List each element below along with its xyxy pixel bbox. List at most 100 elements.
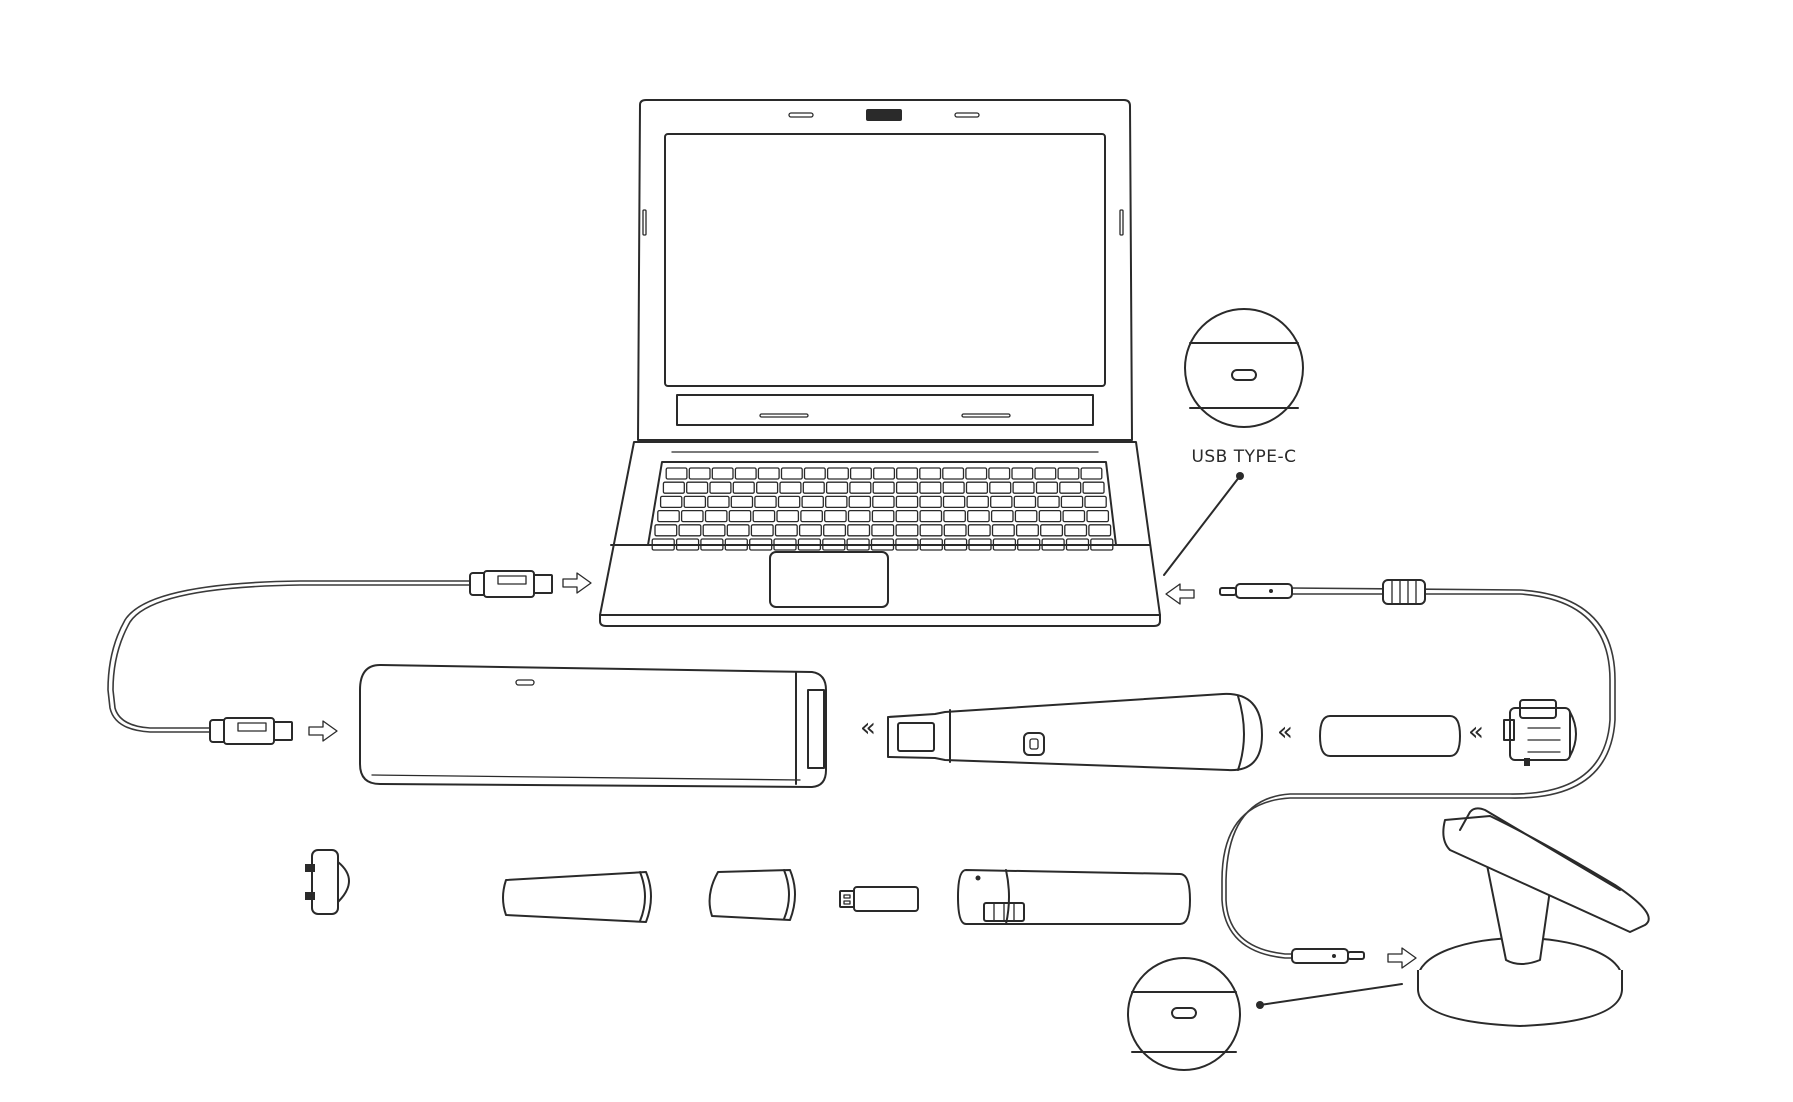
keyboard-key <box>1035 481 1059 494</box>
keyboard-key <box>942 495 966 509</box>
arrow-left-icon <box>1165 583 1195 605</box>
keyboard-key <box>665 467 688 480</box>
keyboard-key <box>967 524 991 537</box>
keyboard-key <box>943 509 966 523</box>
keyboard-key <box>870 538 895 551</box>
keyboard-key <box>773 538 797 551</box>
keyboard-key <box>1037 495 1060 509</box>
keyboard-key <box>711 467 734 480</box>
keyboard-key <box>1057 467 1080 480</box>
keyboard-key <box>683 495 707 509</box>
usb-type-c-label: USB TYPE-C <box>1191 447 1296 467</box>
keyboard-key <box>826 467 849 480</box>
keyboard-key <box>919 481 942 494</box>
keyboard-key <box>871 509 895 523</box>
keyboard-key <box>822 538 846 551</box>
keyboard-key <box>1086 509 1110 523</box>
keyboard-key <box>704 509 728 523</box>
keyboard-key <box>942 467 965 480</box>
usb-a-cable <box>107 570 553 745</box>
keyboard-key <box>801 495 824 509</box>
usb-type-c-callout: USB TYPE-C <box>1163 308 1304 576</box>
keyboard-key <box>848 495 872 509</box>
keyboard-key <box>800 509 823 523</box>
keyboard-key <box>707 495 730 509</box>
keyboard-key <box>1038 509 1062 523</box>
keyboard-key <box>757 467 780 480</box>
keyboard-key <box>988 467 1011 480</box>
keyboard-key <box>825 495 848 509</box>
keyboard-key <box>802 481 825 494</box>
keyboard-key <box>732 481 755 494</box>
keyboard-key <box>749 538 773 551</box>
keyboard-key <box>847 524 871 537</box>
arrow-right-icon <box>562 572 592 594</box>
keyboard-key <box>734 467 757 480</box>
keyboard-key <box>730 495 754 509</box>
stand-port-callout <box>1127 957 1403 1071</box>
keyboard-key <box>1017 538 1041 551</box>
keyboard-key <box>1013 495 1037 509</box>
keyboard-key <box>1065 538 1090 551</box>
keyboard-key <box>919 495 942 509</box>
keyboard-key <box>726 524 750 537</box>
connector-module <box>1503 699 1577 766</box>
keyboard-key <box>776 509 800 523</box>
keyboard-key <box>1088 524 1112 537</box>
handheld-device <box>887 692 1263 772</box>
keyboard-key <box>752 509 776 523</box>
arrow-right-icon <box>308 720 338 742</box>
keyboard-key <box>1014 509 1038 523</box>
keyboard-key <box>990 509 1014 523</box>
keyboard-key <box>895 495 919 509</box>
keyboard-key <box>728 509 752 523</box>
arrow-right-icon <box>1387 947 1417 969</box>
keyboard-key <box>871 524 895 537</box>
long-tip <box>502 871 652 923</box>
keyboard-key <box>965 467 988 480</box>
keyboard-key <box>849 481 872 494</box>
charging-stand <box>1417 807 1650 1027</box>
keyboard-key <box>750 524 774 537</box>
keyboard-key <box>1060 495 1084 509</box>
keyboard-key <box>942 481 965 494</box>
soundbar <box>359 664 827 788</box>
keyboard-key <box>797 538 822 551</box>
keyboard-key <box>1012 481 1035 494</box>
keyboard-key <box>686 481 709 494</box>
keyboard <box>651 467 1114 551</box>
keyboard-key <box>943 524 967 537</box>
keyboard-key <box>919 524 943 537</box>
keyboard-key <box>1034 467 1057 480</box>
keyboard-key <box>803 467 826 480</box>
keyboard-key <box>1062 509 1086 523</box>
keyboard-key <box>724 538 748 551</box>
keyboard-key <box>774 524 798 537</box>
keyboard-key <box>700 538 724 551</box>
keyboard-key <box>1064 524 1088 537</box>
keyboard-key <box>872 495 895 509</box>
keyboard-key <box>990 495 1013 509</box>
usb-dongle <box>839 886 919 912</box>
keyboard-key <box>823 524 847 537</box>
webcam-icon <box>866 109 902 121</box>
keyboard-key <box>919 509 943 523</box>
keyboard-key <box>657 509 680 523</box>
keyboard-key <box>966 495 989 509</box>
keyboard-key <box>895 509 919 523</box>
keyboard-key <box>1084 495 1107 509</box>
keyboard-key <box>1015 524 1039 537</box>
keyboard-key <box>872 481 895 494</box>
keyboard-key <box>798 524 822 537</box>
keyboard-key <box>777 495 801 509</box>
keyboard-key <box>846 538 870 551</box>
keyboard-key <box>991 524 1015 537</box>
laptop <box>599 99 1161 627</box>
short-tip <box>708 869 796 921</box>
keyboard-key <box>654 524 678 537</box>
chevron-left-icon: « <box>1277 717 1293 747</box>
keyboard-key <box>968 538 992 551</box>
keyboard-key <box>967 509 990 523</box>
keyboard-key <box>1082 481 1105 494</box>
battery-module <box>957 869 1191 925</box>
